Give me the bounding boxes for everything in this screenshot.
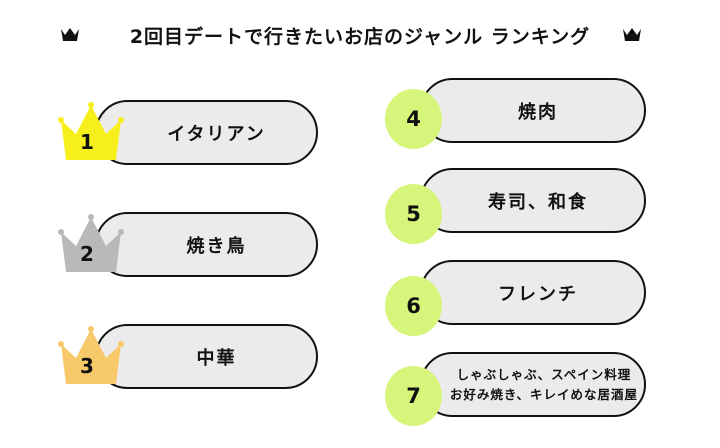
rank-5-circle: 5	[385, 184, 442, 244]
silver-crown-icon: 2	[58, 212, 124, 274]
rank-label: 中華	[196, 347, 237, 369]
rank-3-pill: 中華	[95, 324, 318, 389]
bronze-crown-icon: 3	[58, 324, 124, 386]
gold-crown-icon: 1	[58, 100, 124, 162]
rank-label: 寿司、和食	[488, 191, 588, 213]
rank-label: イタリアン	[167, 123, 266, 145]
rank-4-circle: 4	[385, 89, 442, 149]
rank-number: 7	[406, 384, 421, 408]
crown-icon	[61, 28, 79, 41]
rank-number: 6	[406, 294, 421, 318]
rank-number: 2	[80, 242, 94, 266]
rank-label-line1: しゃぶしゃぶ、スペイン料理	[456, 366, 632, 382]
crown-icon	[623, 28, 641, 41]
rank-number: 4	[406, 107, 421, 131]
rank-label-line2: お好み焼き、キレイめな居酒屋	[449, 386, 639, 402]
rank-1-pill: イタリアン	[95, 100, 318, 165]
rank-number: 5	[406, 202, 421, 226]
page-title: 2回目デートで行きたいお店のジャンル ランキング	[129, 26, 591, 48]
rank-5-pill: 寿司、和食	[420, 168, 646, 233]
rank-number: 3	[80, 354, 94, 378]
rank-label: フレンチ	[498, 283, 578, 305]
rank-number: 1	[80, 130, 94, 154]
rank-label: 焼き鳥	[186, 235, 247, 257]
rank-6-circle: 6	[385, 276, 442, 336]
rank-4-pill: 焼肉	[420, 78, 646, 143]
rank-2-pill: 焼き鳥	[95, 212, 318, 277]
rank-7-circle: 7	[385, 366, 442, 426]
rank-7-pill: しゃぶしゃぶ、スペイン料理お好み焼き、キレイめな居酒屋	[420, 352, 646, 417]
rank-label: 焼肉	[518, 101, 558, 123]
rank-6-pill: フレンチ	[420, 260, 646, 325]
